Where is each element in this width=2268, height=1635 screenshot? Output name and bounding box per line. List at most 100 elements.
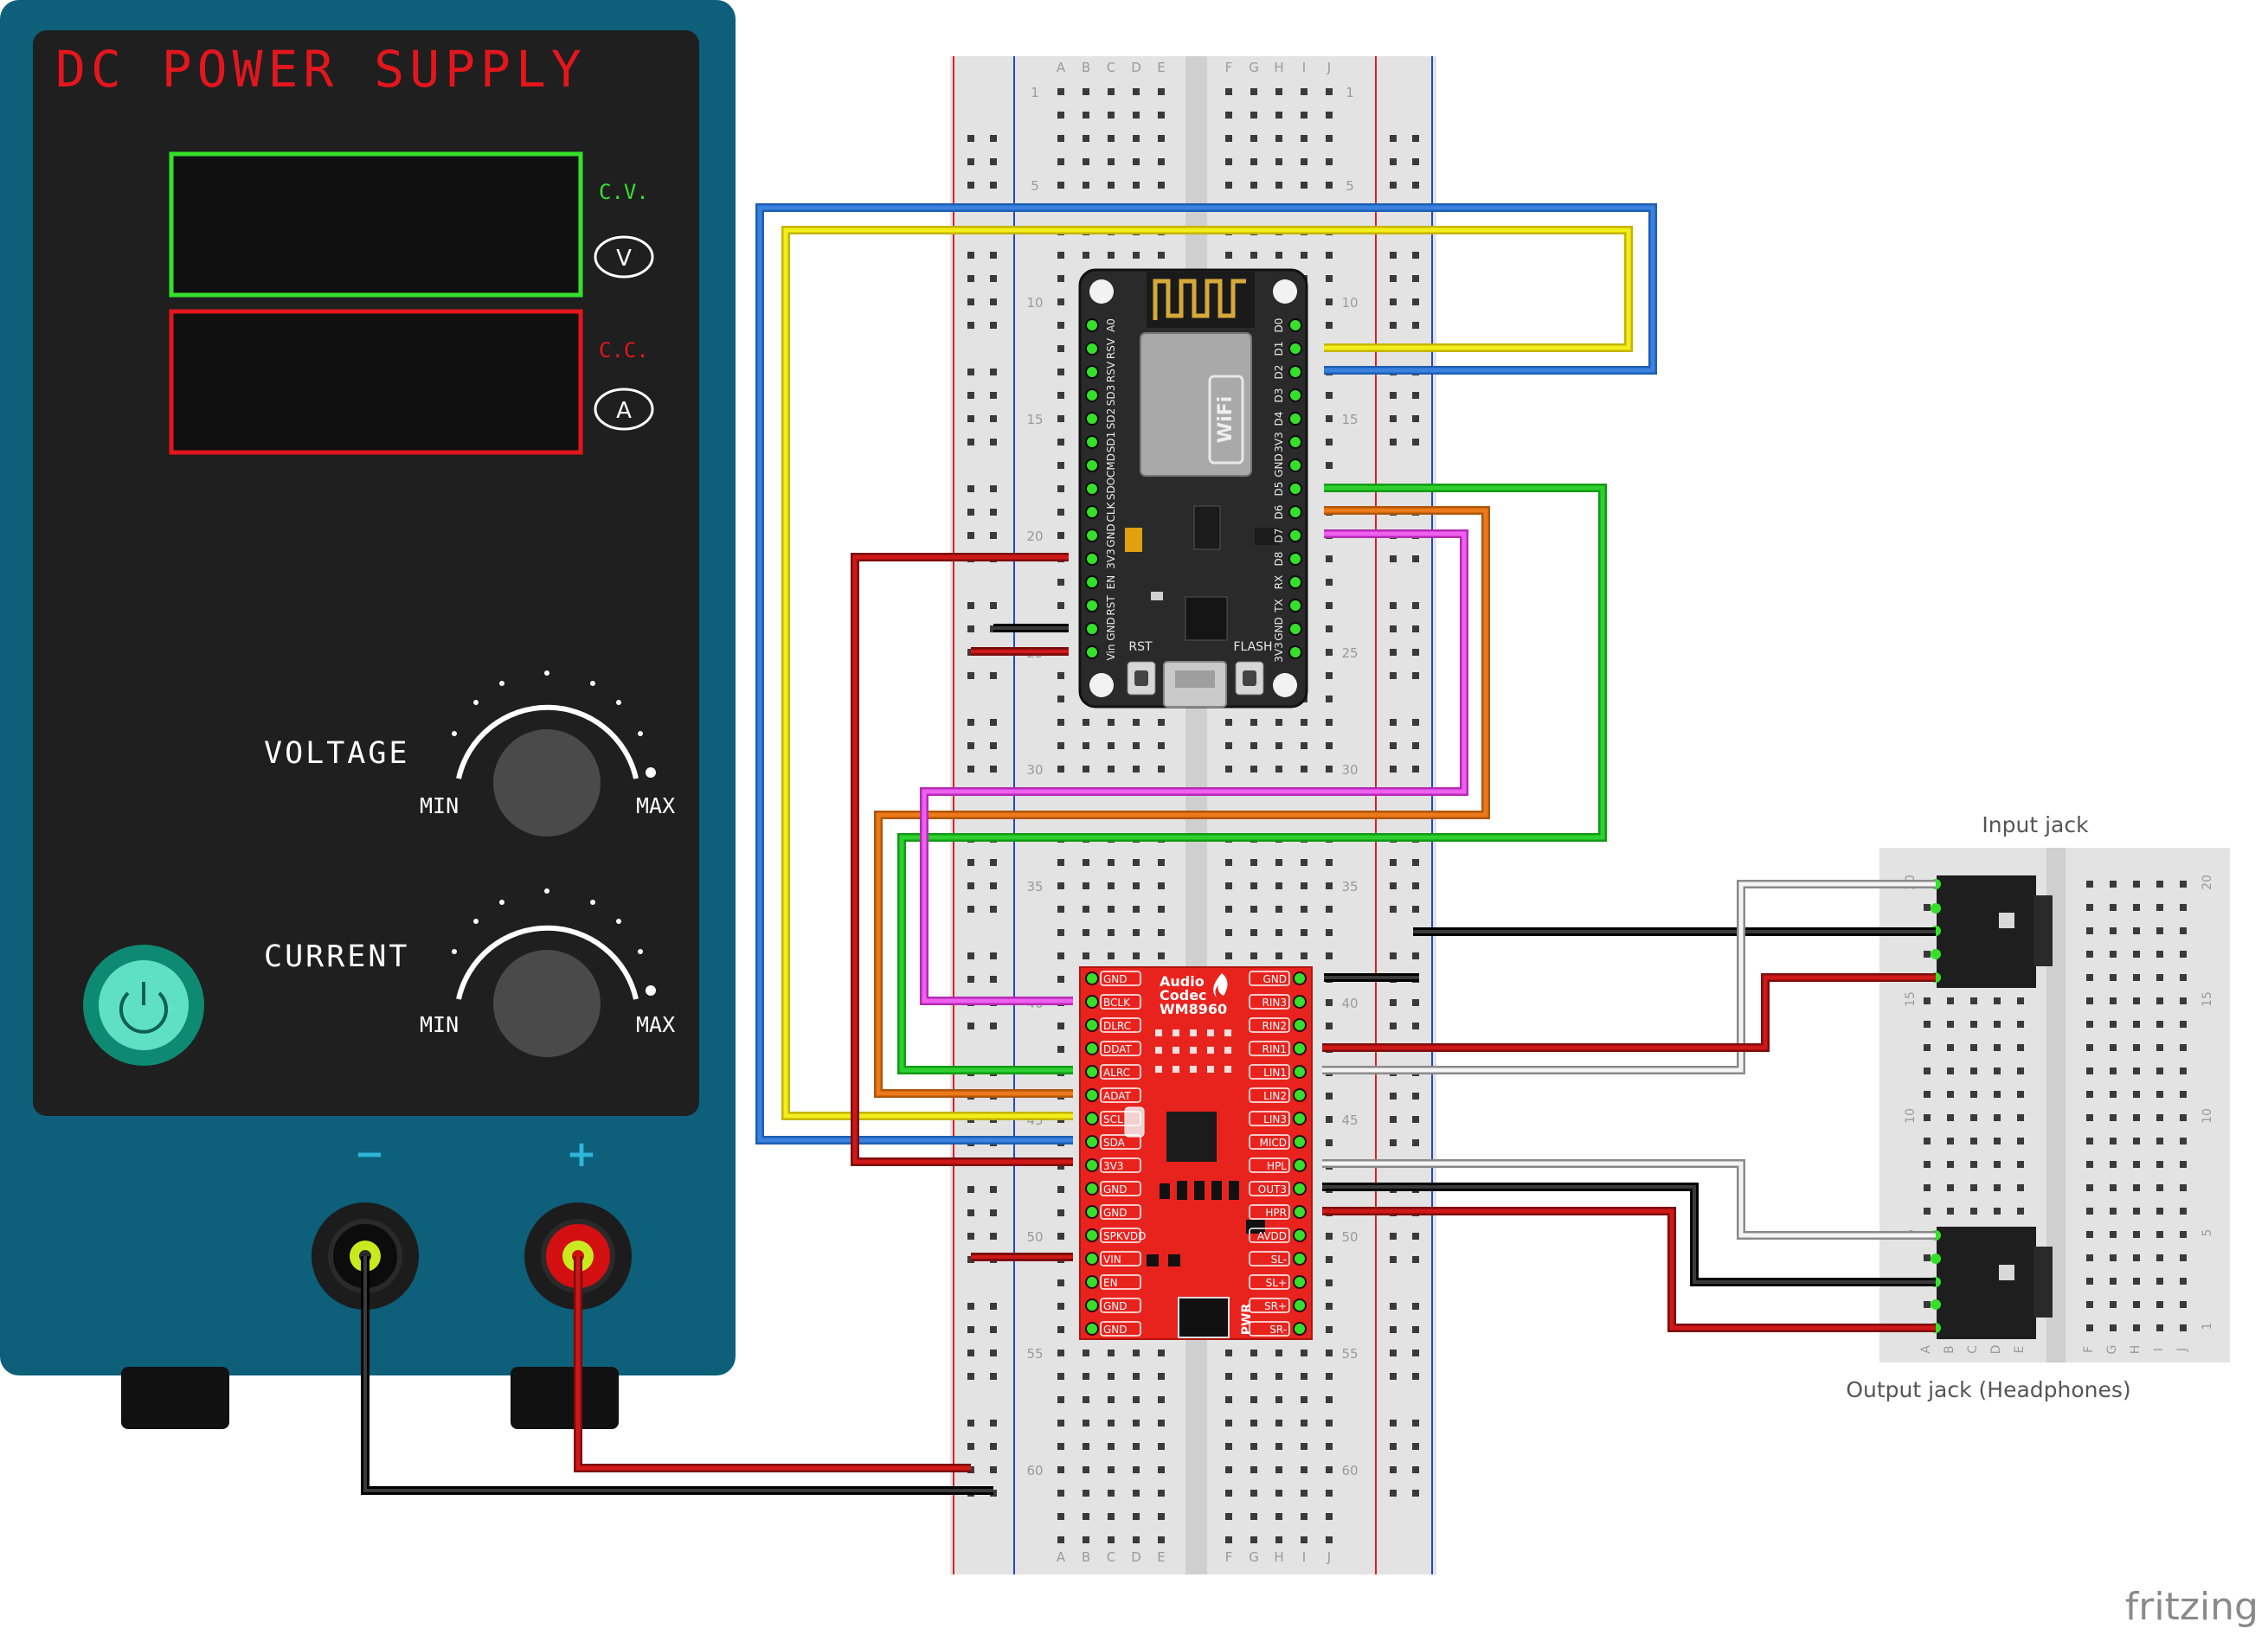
nodemcu-left-pin[interactable] [1085, 622, 1099, 636]
nodemcu-left-pin[interactable] [1085, 599, 1099, 612]
codec-right-pin[interactable] [1293, 1252, 1307, 1266]
bb-hole [1326, 1513, 1333, 1520]
nodemcu-right-pin[interactable] [1288, 575, 1302, 589]
sbb-hole [1970, 1091, 1977, 1098]
codec-right-pin[interactable] [1293, 1298, 1307, 1312]
nodemcu-left-pin[interactable] [1085, 365, 1099, 379]
nodemcu-right-pin[interactable] [1288, 505, 1302, 519]
bb-hole [1326, 1350, 1333, 1356]
bb-hole [1301, 1350, 1307, 1356]
rail-hole [1412, 1466, 1419, 1473]
codec-left-pin[interactable] [1085, 1275, 1099, 1289]
nodemcu-left-pin-label: SD3 [1105, 385, 1117, 407]
nodemcu-right-pin[interactable] [1288, 412, 1302, 426]
nodemcu-right-pin[interactable] [1288, 552, 1302, 566]
codec-left-pin[interactable] [1085, 1228, 1099, 1242]
nodemcu-left-pin[interactable] [1085, 482, 1099, 496]
codec-left-pin[interactable] [1085, 1298, 1099, 1312]
rail-hole [967, 859, 974, 866]
nodemcu-left-pin[interactable] [1085, 318, 1099, 332]
codec-left-pin[interactable] [1085, 1252, 1099, 1266]
bb-hole [1133, 158, 1140, 165]
codec-right-pin[interactable] [1293, 1065, 1307, 1079]
codec-left-pin[interactable] [1085, 1158, 1099, 1172]
codec-left-pin[interactable] [1085, 1088, 1099, 1102]
sbb-hole [1970, 1138, 1977, 1144]
bb-hole [1158, 742, 1165, 749]
bb-hole [1083, 1443, 1089, 1450]
bb-hole [1275, 182, 1282, 189]
codec-left-pin[interactable] [1085, 1182, 1099, 1196]
codec-right-pin[interactable] [1293, 1158, 1307, 1172]
bb-hole [1275, 135, 1282, 142]
sbb-hole [1970, 1161, 1977, 1168]
codec-right-pin-label: LIN2 [1263, 1090, 1287, 1102]
codec-right-pin[interactable] [1293, 995, 1307, 1009]
codec-left-pin[interactable] [1085, 1018, 1099, 1032]
rail-hole [1412, 906, 1419, 913]
nodemcu-left-pin[interactable] [1085, 529, 1099, 542]
nodemcu-left-pin[interactable] [1085, 342, 1099, 356]
bb-hole [1133, 1466, 1140, 1473]
nodemcu-left-pin[interactable] [1085, 505, 1099, 519]
bb-hole [1250, 135, 1257, 142]
nodemcu-right-pin[interactable] [1288, 388, 1302, 402]
bb-hole [1301, 1490, 1307, 1497]
nodemcu-right-pin[interactable] [1288, 458, 1302, 472]
power-button[interactable] [83, 945, 204, 1066]
codec-left-pin[interactable] [1085, 1135, 1099, 1149]
nodemcu-left-pin[interactable] [1085, 552, 1099, 566]
codec-right-pin[interactable] [1293, 1088, 1307, 1102]
codec-left-pin-frame [1100, 1064, 1141, 1080]
bb-row-55-left: 55 [1026, 1346, 1043, 1362]
codec-right-pin[interactable] [1293, 1322, 1307, 1336]
nodemcu-left-pin[interactable] [1085, 575, 1099, 589]
rail-hole [967, 298, 974, 305]
sbb-hole [1994, 1184, 2001, 1191]
codec-left-pin[interactable] [1085, 1205, 1099, 1219]
sbb-hole [2133, 1161, 2140, 1168]
nodemcu-right-pin[interactable] [1288, 482, 1302, 496]
codec-left-pin[interactable] [1085, 971, 1099, 985]
codec-left-pin[interactable] [1085, 995, 1099, 1009]
codec-right-pin[interactable] [1293, 1135, 1307, 1149]
rail-hole [967, 1233, 974, 1240]
voltage-knob[interactable] [452, 670, 656, 837]
volt-mode-button[interactable]: V [594, 235, 654, 279]
codec-right-pin[interactable] [1293, 1228, 1307, 1242]
nodemcu-right-pin[interactable] [1288, 318, 1302, 332]
bb-hole [1057, 298, 1064, 305]
amp-mode-button[interactable]: A [594, 388, 654, 431]
codec-left-pin[interactable] [1085, 1112, 1099, 1125]
plus-label: + [566, 1132, 596, 1175]
bb-hole [1225, 929, 1232, 936]
nodemcu-right-pin[interactable] [1288, 342, 1302, 356]
sbb-hole [2086, 1114, 2093, 1121]
nodemcu-left-pin[interactable] [1085, 412, 1099, 426]
codec-right-pin[interactable] [1293, 971, 1307, 985]
codec-right-pin[interactable] [1293, 1112, 1307, 1125]
codec-left-pin[interactable] [1085, 1322, 1099, 1336]
codec-right-pin-label: SL+ [1266, 1277, 1287, 1289]
codec-right-pin[interactable] [1293, 1018, 1307, 1032]
codec-left-pin[interactable] [1085, 1042, 1099, 1055]
nodemcu-right-pin[interactable] [1288, 599, 1302, 612]
codec-left-pin[interactable] [1085, 1065, 1099, 1079]
nodemcu-left-pin[interactable] [1085, 435, 1099, 449]
bb-hole [1250, 1350, 1257, 1356]
nodemcu-right-pin[interactable] [1288, 435, 1302, 449]
nodemcu-left-pin[interactable] [1085, 645, 1099, 659]
bb-hole [1275, 1536, 1282, 1543]
codec-right-pin[interactable] [1293, 1182, 1307, 1196]
nodemcu-left-pin[interactable] [1085, 458, 1099, 472]
nodemcu-right-pin[interactable] [1288, 529, 1302, 542]
nodemcu-right-pin[interactable] [1288, 645, 1302, 659]
codec-right-pin[interactable] [1293, 1205, 1307, 1219]
current-knob[interactable] [452, 888, 656, 1057]
nodemcu-left-pin[interactable] [1085, 388, 1099, 402]
codec-right-pin[interactable] [1293, 1275, 1307, 1289]
bb-col-a-top: A [1057, 60, 1066, 75]
nodemcu-right-pin[interactable] [1288, 622, 1302, 636]
codec-right-pin[interactable] [1293, 1042, 1307, 1055]
nodemcu-right-pin[interactable] [1288, 365, 1302, 379]
